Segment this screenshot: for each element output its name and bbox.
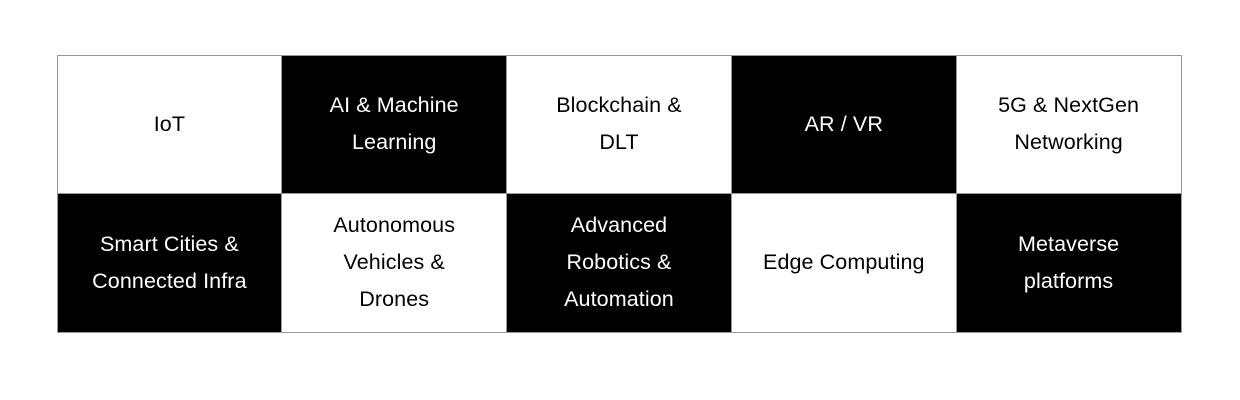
grid-cell-label: Autonomous Vehicles & Drones (333, 213, 456, 312)
grid-cell-edge-computing[interactable]: Edge Computing (730, 193, 957, 333)
grid-cell-label: AI & Machine Learning (329, 93, 459, 155)
grid-cell-advanced-robotics-automation[interactable]: Advanced Robotics & Automation (506, 193, 732, 333)
grid-cell-ar-vr[interactable]: AR / VR (730, 54, 957, 194)
grid-cell-ai-machine-learning[interactable]: AI & Machine Learning (281, 54, 508, 194)
technology-categories-grid: IoT AI & Machine Learning Blockchain & D… (56, 54, 1182, 333)
grid-cell-label: Blockchain & DLT (556, 93, 682, 155)
grid-cell-smart-cities-connected-infra[interactable]: Smart Cities & Connected Infra (56, 193, 283, 333)
grid-cell-label: Metaverse platforms (1017, 231, 1120, 293)
grid-cell-iot[interactable]: IoT (56, 54, 283, 194)
grid-cell-metaverse-platforms[interactable]: Metaverse platforms (955, 193, 1182, 333)
grid-cell-label: Edge Computing (763, 250, 925, 275)
grid-cell-label: IoT (153, 111, 186, 136)
grid-cell-blockchain-dlt[interactable]: Blockchain & DLT (506, 54, 732, 194)
grid-cell-autonomous-vehicles-drones[interactable]: Autonomous Vehicles & Drones (281, 193, 508, 333)
grid-cell-label: Smart Cities & Connected Infra (92, 231, 247, 293)
grid-cell-label: 5G & NextGen Networking (998, 93, 1140, 155)
grid-cell-label: Advanced Robotics & Automation (564, 213, 674, 312)
grid-cell-5g-nextgen-networking[interactable]: 5G & NextGen Networking (955, 54, 1182, 194)
grid-cell-label: AR / VR (804, 111, 883, 136)
